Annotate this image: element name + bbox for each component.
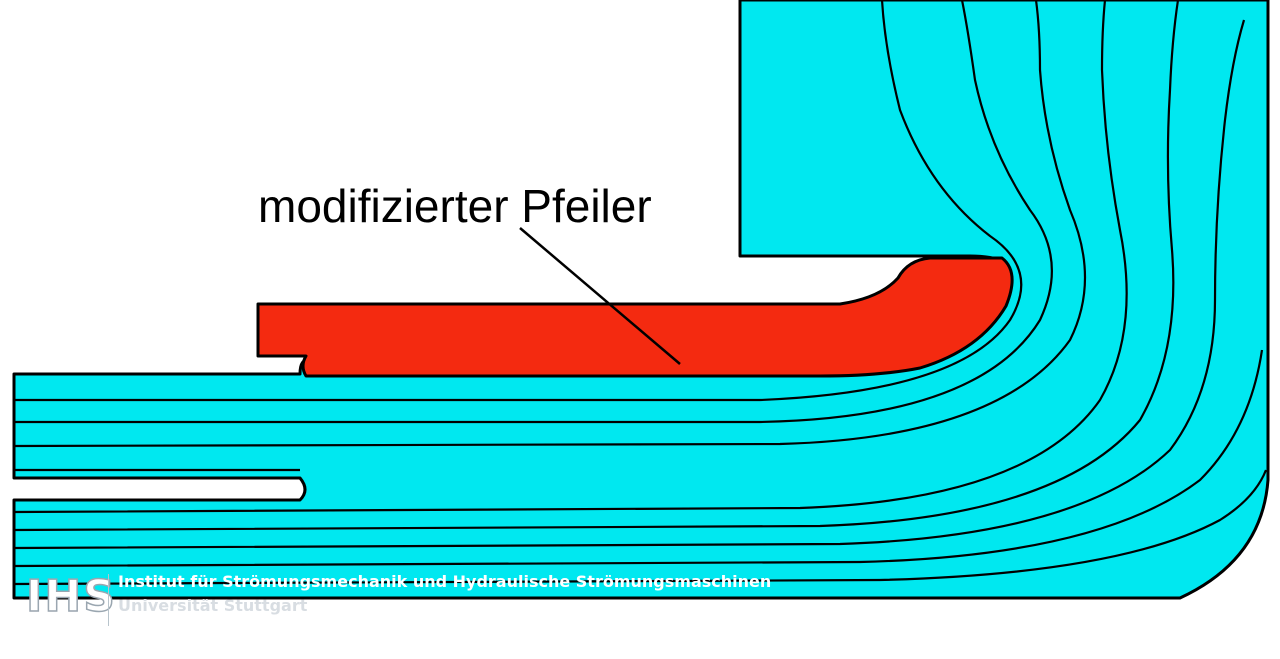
- pier-label: modifizierter Pfeiler: [258, 180, 652, 232]
- streamlines: [13, 0, 1268, 586]
- logo-separator: [108, 574, 109, 626]
- institute-name: Institut für Strömungsmechanik und Hydra…: [118, 572, 772, 591]
- streamline-8: [13, 469, 1268, 586]
- streamline-7: [13, 349, 1264, 568]
- institute-logo: IHS Institut für Strömungsmechanik und H…: [14, 570, 1254, 630]
- streamline-1: [14, 0, 1023, 402]
- streamline-4: [13, 0, 1128, 514]
- label-pointer-line: [519, 227, 681, 365]
- streamline-6: [13, 19, 1246, 550]
- streamline-2: [14, 0, 1053, 424]
- streamline-3: [13, 0, 1087, 448]
- streamline-5: [13, 0, 1180, 532]
- university-name: Universität Stuttgart: [118, 596, 308, 615]
- modified-pier: [256, 256, 1014, 378]
- ihs-logo-mark: IHS: [25, 571, 117, 623]
